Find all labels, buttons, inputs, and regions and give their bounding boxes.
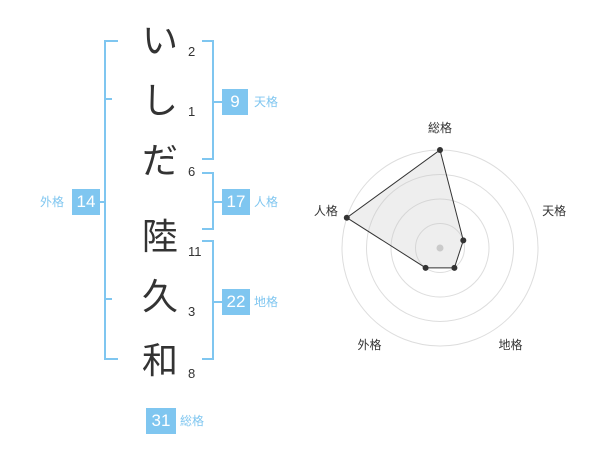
radar-ring-1 [415,223,465,273]
chikaku-bracket-bottom [202,358,214,360]
jinkaku-bracket-bottom [202,228,214,230]
name-char-5: 久 [141,277,178,318]
jinkaku-bracket-top [202,172,214,174]
radar-ring-2 [390,198,490,298]
radar-axis-label-5: 人格 [314,203,338,218]
radar-point-1 [437,147,443,153]
radar-point-5 [343,214,350,221]
name-char-1: い [141,21,178,62]
radar-axis-label-4: 外格 [357,337,381,352]
name-char-3: だ [141,141,178,182]
soukaku-value-badge: 31 [146,408,176,434]
radar-point-2 [460,237,467,244]
jinkaku-bracket-connector [212,201,222,203]
chikaku-bracket-vertical [212,240,214,360]
name-char-4: 陸 [141,217,178,258]
gaikaku-label: 外格 [40,195,65,209]
stroke-count-5: 3 [188,304,196,319]
gaikaku-bracket-connector [98,201,106,203]
stroke-count-1: 2 [188,44,196,59]
gaikaku-value-badge: 14 [72,189,100,215]
jinkaku-value-badge: 17 [222,189,250,215]
gaikaku-bracket-bottom [104,358,118,360]
gaikaku-bracket-tick-lower [104,298,112,300]
stroke-count-3: 6 [188,164,196,179]
stroke-count-2: 1 [188,104,196,119]
radar-axis-label-3: 地格 [499,337,523,352]
tenkaku-bracket-connector [212,101,222,103]
radar-point-3 [451,264,458,271]
chikaku-bracket-connector [212,301,222,303]
radar-center-dot [436,244,444,252]
radar-value-polygon [345,149,464,269]
tenkaku-bracket-top [202,40,214,42]
stroke-count-4: 11 [188,244,202,259]
chikaku-label: 地格 [254,295,279,309]
chikaku-bracket-top [202,240,214,242]
tenkaku-value-badge: 9 [222,89,248,115]
tenkaku-bracket-bottom [202,158,214,160]
tenkaku-label: 天格 [254,95,279,109]
gaikaku-bracket-vertical [104,40,106,360]
gaikaku-bracket-tick-upper [104,98,112,100]
jinkaku-label: 人格 [254,195,279,209]
radar-axis-label-1: 総格 [428,120,452,135]
radar-ring-3 [366,174,514,322]
stroke-count-6: 8 [188,366,196,381]
tenkaku-bracket-vertical [212,40,214,160]
radar-axis-label-2: 天格 [542,203,566,218]
radar-point-4 [422,264,429,271]
name-char-6: 和 [141,341,178,382]
gaikaku-bracket-top [104,40,118,42]
name-char-2: し [141,81,178,122]
soukaku-label: 総格 [180,414,205,428]
chikaku-value-badge: 22 [222,289,250,315]
